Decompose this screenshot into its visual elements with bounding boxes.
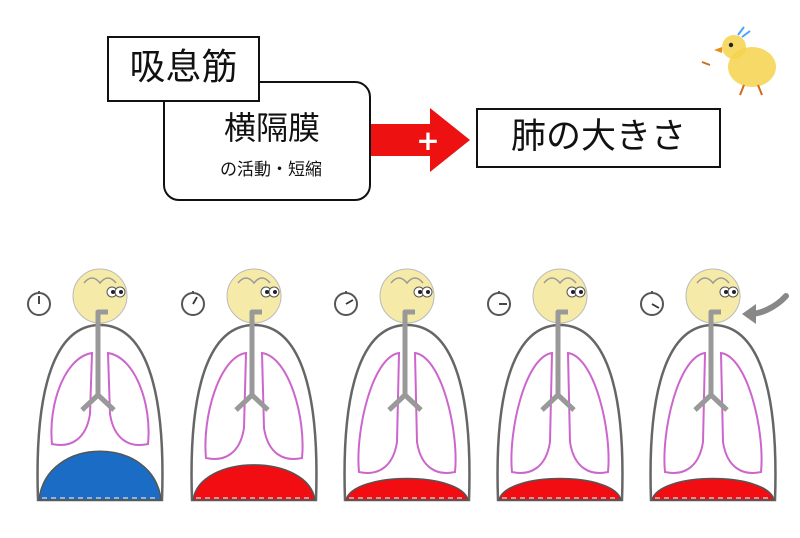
diaphragm	[38, 450, 162, 501]
plus-sign: +	[416, 124, 439, 157]
stopwatch-hand	[192, 296, 198, 305]
pupil	[579, 290, 583, 294]
head-curls	[543, 277, 577, 285]
pupil	[724, 290, 728, 294]
right-lung	[413, 351, 457, 474]
curved-arrow-icon	[742, 293, 789, 324]
pupil	[426, 290, 430, 294]
diaphragm	[498, 477, 622, 501]
lung-frame	[27, 268, 164, 502]
chick-icon	[701, 26, 776, 96]
head-curls	[390, 277, 424, 285]
pupil	[571, 290, 575, 294]
lung-frame	[640, 268, 777, 502]
lung-frame	[487, 268, 624, 502]
positive-relation-arrow: +	[346, 108, 470, 172]
diaphragm	[651, 477, 775, 501]
trachea	[693, 309, 729, 412]
left-lung	[510, 351, 554, 474]
pupil	[732, 290, 736, 294]
left-lung	[357, 351, 401, 474]
pupil	[119, 290, 123, 294]
pupil	[418, 290, 422, 294]
diaphragm	[192, 464, 316, 501]
head-curls	[696, 277, 730, 285]
pupil	[111, 290, 115, 294]
trachea	[540, 309, 576, 412]
pupil	[265, 290, 269, 294]
lung-frame	[334, 268, 471, 502]
lung-frame	[181, 268, 318, 502]
left-lung	[204, 351, 248, 460]
pupil	[273, 290, 277, 294]
left-lung	[50, 351, 94, 446]
right-lung	[566, 351, 610, 474]
diaphragm-title: 横隔膜	[223, 109, 320, 147]
trachea	[234, 309, 270, 412]
muscle-label: 吸息筋	[107, 36, 260, 102]
trachea	[80, 309, 116, 412]
diaphragm-box: 横隔膜 の活動・短縮	[163, 81, 371, 201]
diaphragm	[345, 477, 469, 501]
right-lung	[260, 351, 304, 460]
right-lung	[719, 351, 763, 474]
head-curls	[237, 277, 271, 285]
lung-size-label: 肺の大きさ	[476, 108, 721, 168]
trachea	[387, 309, 423, 412]
diaphragm-subtitle: の活動・短縮	[220, 160, 322, 180]
right-lung	[106, 351, 150, 446]
head-curls	[83, 277, 117, 285]
stopwatch-hand	[651, 303, 660, 309]
stopwatch-hand	[345, 299, 354, 305]
left-lung	[663, 351, 707, 474]
